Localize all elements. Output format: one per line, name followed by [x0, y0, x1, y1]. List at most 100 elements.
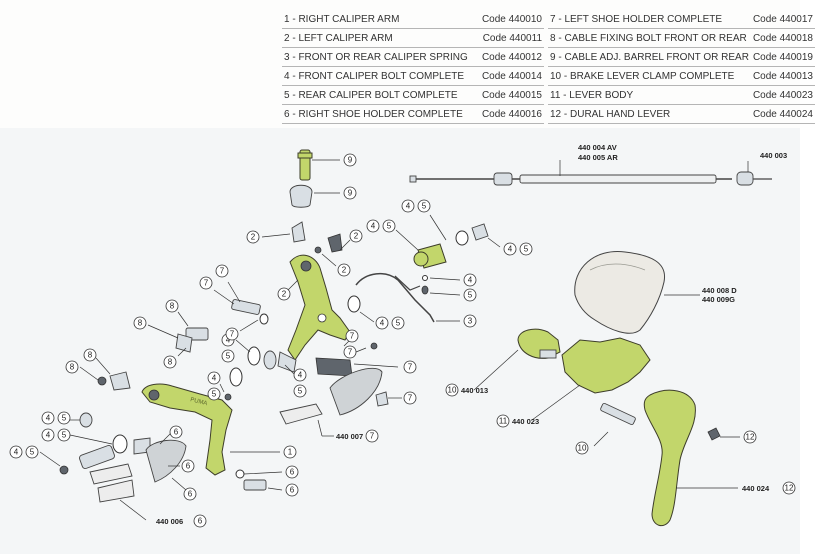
callout-6b-label: 6	[186, 462, 191, 471]
callout-10-bolt	[575, 441, 589, 455]
bolt-nut	[59, 465, 69, 475]
washer	[247, 346, 261, 366]
callout-2d-label: 2	[282, 290, 287, 299]
callout-5j	[57, 428, 71, 442]
callout-6f-label: 6	[290, 486, 295, 495]
callout-7d	[403, 360, 417, 374]
fixing-bolt-head	[109, 371, 131, 391]
callout-1	[283, 445, 297, 459]
hand-lever-code: 440 024	[742, 484, 770, 493]
left-shoe-holder: 7 7 7 7 440 007 7	[279, 329, 417, 443]
callout-1-label: 1	[288, 448, 293, 457]
part-name: 9 - CABLE ADJ. BARREL FRONT OR REAR	[548, 47, 751, 67]
callout-9b-label: 9	[348, 189, 353, 198]
part-code: Code 440014	[477, 66, 544, 86]
callout-8d-label: 8	[88, 351, 93, 360]
fixing-bolt	[231, 299, 261, 315]
callout-8a	[165, 299, 179, 313]
callout-5g	[293, 384, 307, 398]
caliper-arm-right	[141, 383, 233, 476]
callout-5h	[207, 387, 221, 401]
callout-7h-label: 7	[370, 432, 375, 441]
lever-body-code: 440 023	[512, 417, 539, 426]
brake-shoe	[97, 479, 135, 503]
part-name: 1 - RIGHT CALIPER ARM	[282, 10, 478, 29]
callout-9b	[343, 186, 357, 200]
left-caliper-arm	[287, 254, 351, 361]
callout-3	[463, 314, 477, 328]
callout-2	[246, 230, 260, 244]
callout-6c-label: 6	[188, 490, 193, 499]
lever-screw	[707, 427, 721, 441]
cable-ferrule	[493, 172, 513, 186]
part-name: 4 - FRONT CALIPER BOLT COMPLETE	[282, 66, 478, 86]
callout-6b	[181, 459, 195, 473]
part-name: 3 - FRONT OR REAR CALIPER SPRING	[282, 47, 478, 67]
washer	[112, 434, 128, 454]
pivot-bolt	[600, 402, 636, 426]
callout-5e-label: 5	[396, 319, 401, 328]
part-name: 2 - LEFT CALIPER ARM	[282, 28, 478, 48]
callout-6e	[285, 465, 299, 479]
callout-2b-label: 2	[354, 232, 359, 241]
callout-12-lever-label: 12	[785, 484, 794, 493]
brake-shoe	[279, 403, 323, 425]
part-code: Code 440012	[477, 47, 544, 67]
right-shoe-code: 440 006	[156, 517, 183, 526]
callout-11-label: 11	[499, 417, 508, 426]
part-code: Code 440010	[477, 10, 544, 29]
callout-6a-label: 6	[174, 428, 179, 437]
callout-5i	[57, 411, 71, 425]
callout-5j-label: 5	[62, 431, 67, 440]
caliper-spring	[355, 273, 435, 323]
callout-4d-label: 4	[468, 276, 473, 285]
callout-4h-label: 4	[212, 374, 217, 383]
callout-7a	[215, 264, 229, 278]
callout-5h-label: 5	[212, 390, 217, 399]
callout-2d	[277, 287, 291, 301]
callout-6f	[285, 483, 299, 497]
callout-5k-label: 5	[30, 448, 35, 457]
callout-4g	[293, 368, 307, 382]
callout-8b	[133, 316, 147, 330]
callout-2-label: 2	[251, 233, 256, 242]
washer	[263, 350, 277, 370]
callout-7c	[225, 327, 239, 341]
part-name: 11 - LEVER BODY	[548, 85, 751, 105]
spacer	[277, 351, 297, 373]
callout-4-label: 4	[406, 202, 411, 211]
callout-4f-label: 4	[226, 336, 231, 345]
fixing-bolt	[185, 327, 209, 341]
callout-2b	[349, 229, 363, 243]
hand-lever-assembly: 10 12 440 024 12	[575, 389, 796, 527]
callout-9-label: 9	[348, 156, 353, 165]
caliper-bolt-left: 4 5 4 5 4 5	[9, 411, 128, 475]
washer	[347, 295, 361, 313]
callout-7f	[343, 345, 357, 359]
caliper-bolt	[79, 445, 115, 469]
callout-5f	[221, 349, 235, 363]
callout-4d	[463, 273, 477, 287]
lever-hood: 440 008 D 440 009G	[574, 251, 737, 334]
part-code: Code 440013	[750, 66, 815, 86]
callout-5-label: 5	[422, 202, 427, 211]
part-code: Code 440015	[477, 85, 544, 105]
callout-8e	[65, 360, 79, 374]
cable-code-ar: 440 005 AR	[578, 153, 618, 162]
lever-clamp-assembly: 10 440 013 11 440 023	[445, 328, 651, 428]
callout-8b-label: 8	[138, 319, 143, 328]
callout-8d	[83, 348, 97, 362]
callout-6d-label: 6	[198, 517, 203, 526]
callout-4i	[41, 411, 55, 425]
washer	[79, 412, 93, 428]
callout-5b	[382, 219, 396, 233]
